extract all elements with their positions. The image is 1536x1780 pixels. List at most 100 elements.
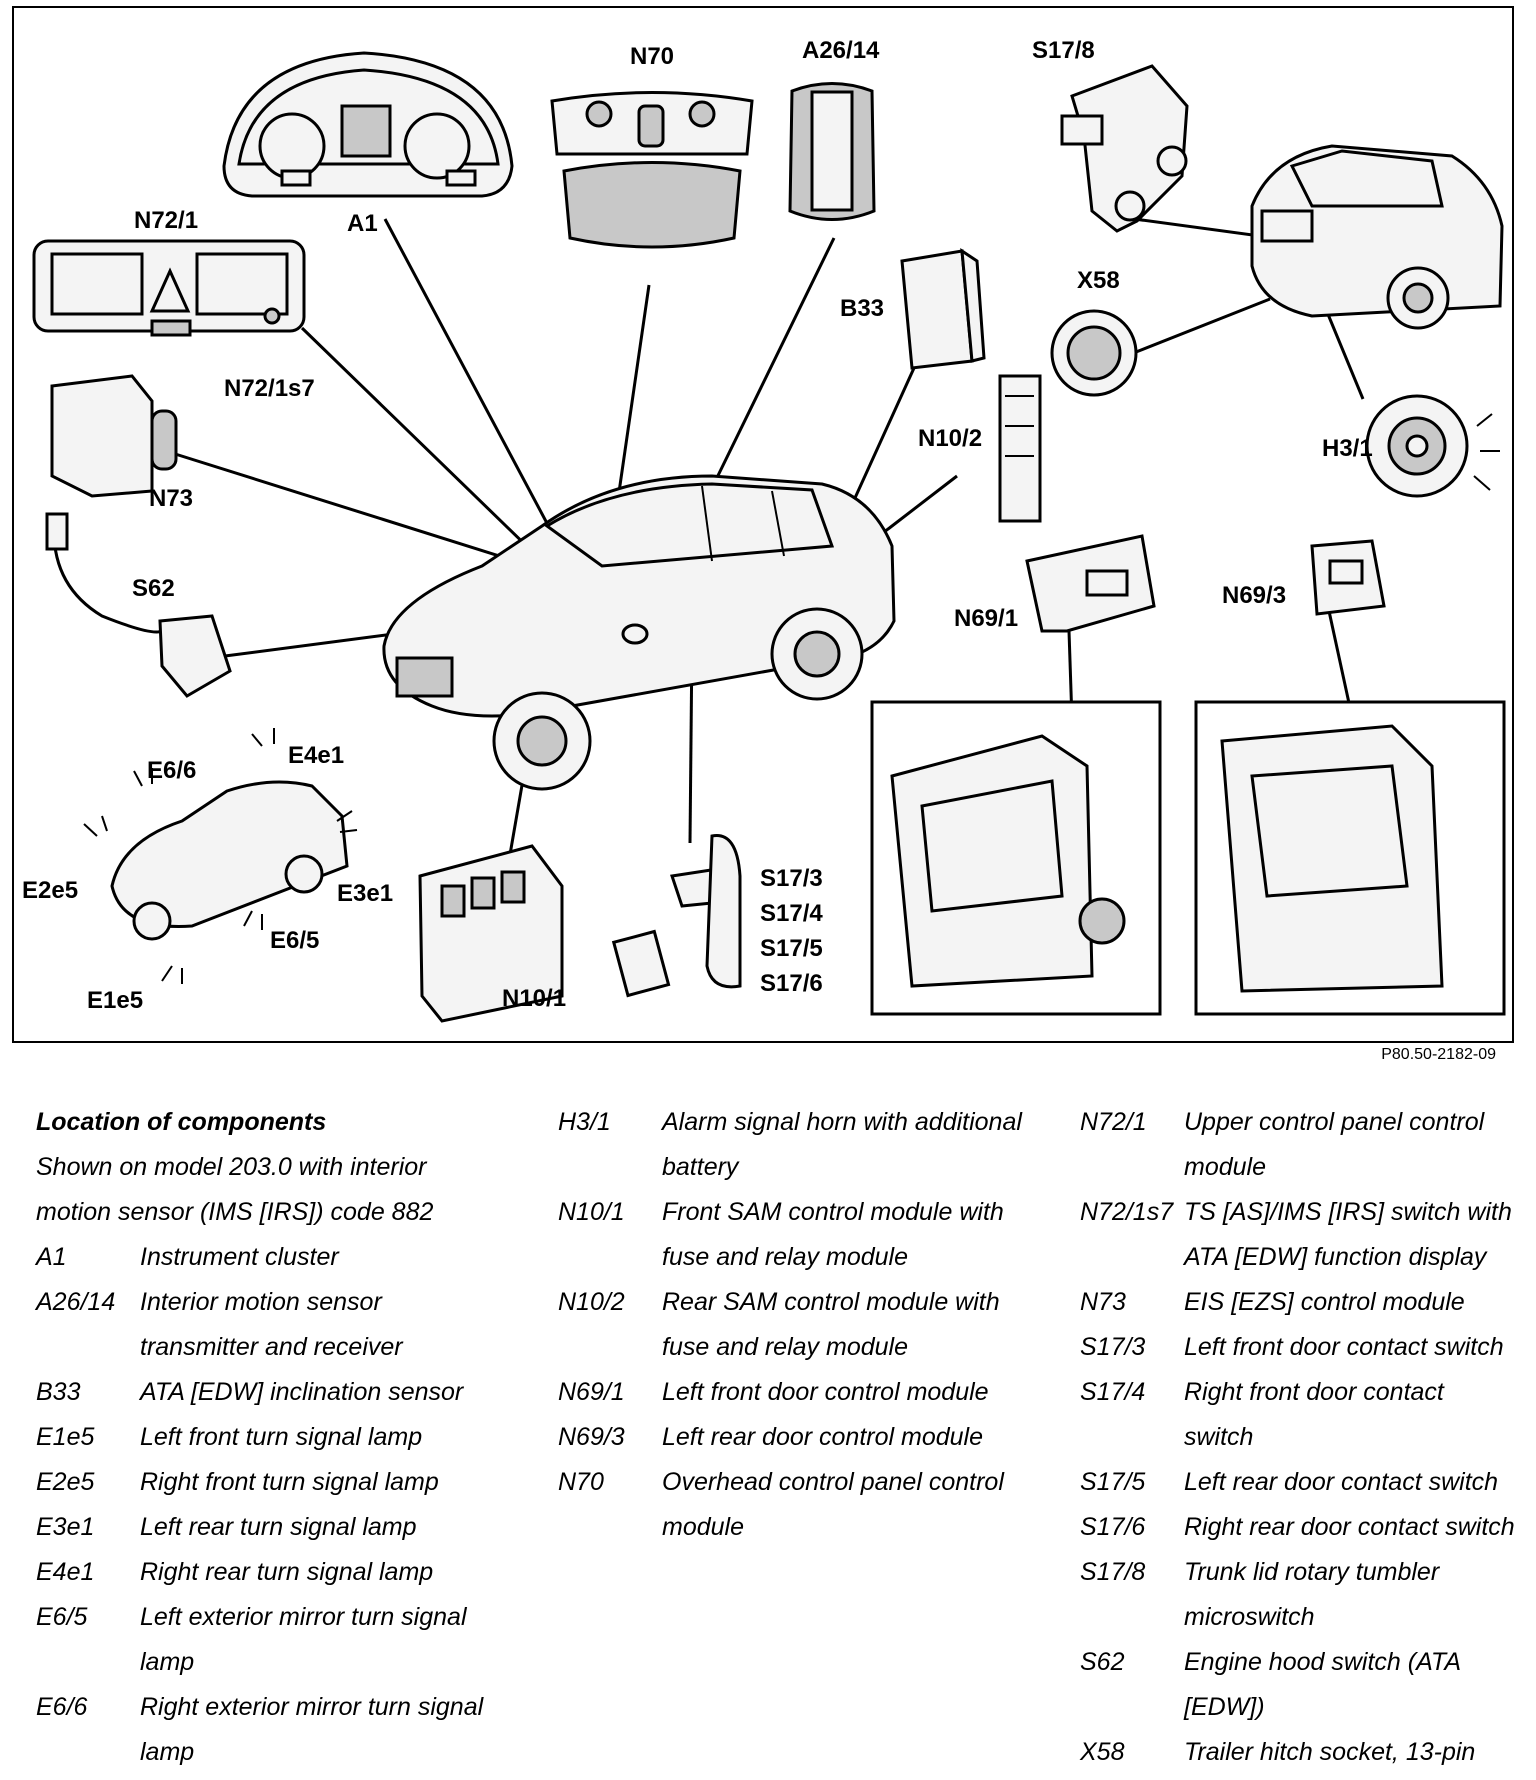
- trailer-socket-illustration: [1050, 309, 1138, 397]
- overhead-control-panel-illustration: [550, 91, 754, 249]
- label-S62: S62: [132, 575, 175, 602]
- legend-item: E2e5 Right front turn signal lamp: [36, 1460, 506, 1505]
- legend-code: E4e1: [36, 1558, 95, 1586]
- legend-item: S17/5 Left rear door contact switch: [1080, 1460, 1520, 1505]
- legend-item: N10/2 Rear SAM control module with fuse a…: [558, 1280, 1028, 1370]
- eis-control-module-illustration: [50, 374, 178, 498]
- label-A26-14: A26/14: [802, 37, 880, 64]
- legend-code: N69/1: [558, 1378, 625, 1406]
- label-E6-5: E6/5: [270, 927, 319, 954]
- label-N10-2: N10/2: [918, 425, 982, 452]
- legend-description: Right rear turn signal lamp: [140, 1558, 434, 1586]
- legend-code: N69/3: [558, 1423, 625, 1451]
- legend-code: N10/2: [558, 1288, 625, 1316]
- label-N72-1: N72/1: [134, 207, 198, 234]
- label-N73: N73: [149, 485, 193, 512]
- label-N70: N70: [630, 43, 674, 70]
- legend-description: EIS [EZS] control module: [1184, 1288, 1465, 1316]
- legend-code: E2e5: [36, 1468, 95, 1496]
- legend-description: Instrument cluster: [140, 1243, 339, 1271]
- label-A1: A1: [347, 210, 378, 237]
- legend-description: Upper control panel control module: [1184, 1108, 1485, 1181]
- legend-code: B33: [36, 1378, 81, 1406]
- legend-code: A26/14: [36, 1288, 116, 1316]
- label-S17-8: S17/8: [1032, 37, 1095, 64]
- label-H3-1: H3/1: [1322, 435, 1373, 462]
- legend-description: Engine hood switch (ATA [EDW]): [1184, 1648, 1461, 1721]
- legend-code: S17/5: [1080, 1468, 1146, 1496]
- front-door-module-illustration: [1025, 534, 1156, 633]
- legend-code: E6/5: [36, 1603, 88, 1631]
- legend-code: N10/1: [558, 1198, 625, 1226]
- legend-description: Left exterior mirror turn signal lamp: [140, 1603, 467, 1676]
- legend-description: Interior motion sensor transmitter and r…: [140, 1288, 403, 1361]
- legend-code: E6/6: [36, 1693, 88, 1721]
- legend-description: Right front door contact switch: [1184, 1378, 1444, 1451]
- rear-car-view-illustration: [1250, 144, 1504, 330]
- legend-description: Trailer hitch socket, 13-pin: [1184, 1738, 1476, 1766]
- legend-description: Left rear turn signal lamp: [140, 1513, 417, 1541]
- legend-code: N72/1: [1080, 1108, 1147, 1136]
- legend-code: N70: [558, 1468, 604, 1496]
- legend-item: A26/14 Interior motion sensor transmitter…: [36, 1280, 506, 1370]
- legend-description: Front SAM control module with fuse and r…: [662, 1198, 1004, 1271]
- legend-item: N70 Overhead control panel control module: [558, 1460, 1028, 1550]
- legend-item: B33 ATA [EDW] inclination sensor: [36, 1370, 506, 1415]
- legend-item: N69/3 Left rear door control module: [558, 1415, 1028, 1460]
- label-S17-6: S17/6: [760, 970, 823, 997]
- small-car-lamps-illustration: [83, 728, 358, 984]
- inclination-sensor-illustration: [900, 248, 986, 370]
- legend-item: N72/1 Upper control panel control module: [1080, 1100, 1520, 1190]
- label-E3e1: E3e1: [337, 880, 393, 907]
- legend-description: Right exterior mirror turn signal lamp: [140, 1693, 484, 1766]
- label-B33: B33: [840, 295, 884, 322]
- legend-description: Right rear door contact switch: [1184, 1513, 1515, 1541]
- legend-description: Left rear door control module: [662, 1423, 984, 1451]
- legend-item: N72/1s7 TS [AS]/IMS [IRS] switch with ATA…: [1080, 1190, 1520, 1280]
- label-N10-1: N10/1: [502, 985, 566, 1012]
- label-N72-1s7: N72/1s7: [224, 375, 315, 402]
- rear-sam-module-illustration: [998, 374, 1042, 523]
- legend-description: Overhead control panel control module: [662, 1468, 1004, 1541]
- legend-code: N72/1s7: [1080, 1198, 1174, 1226]
- legend-description: TS [AS]/IMS [IRS] switch with ATA [EDW] …: [1184, 1198, 1512, 1271]
- label-E2e5: E2e5: [22, 877, 78, 904]
- instrument-cluster-illustration: [222, 51, 514, 198]
- hood-switch-illustration: [45, 512, 232, 698]
- label-N69-1: N69/1: [954, 605, 1018, 632]
- front-door-inset: [870, 700, 1162, 1016]
- label-E1e5: E1e5: [87, 987, 143, 1014]
- legend-item: E6/6 Right exterior mirror turn signal la…: [36, 1685, 506, 1775]
- legend-description: Left rear door contact switch: [1184, 1468, 1499, 1496]
- legend-item: S17/4 Right front door contact switch: [1080, 1370, 1520, 1460]
- legend-code: S17/8: [1080, 1558, 1146, 1586]
- legend-description: Right front turn signal lamp: [140, 1468, 439, 1496]
- main-car-illustration: [382, 474, 896, 791]
- rear-door-module-illustration: [1310, 539, 1386, 616]
- legend-description: Left front turn signal lamp: [140, 1423, 423, 1451]
- door-contact-switch-illustration: [611, 834, 742, 998]
- legend-description: Rear SAM control module with fuse and re…: [662, 1288, 1000, 1361]
- legend-item: N10/1 Front SAM control module with fuse …: [558, 1190, 1028, 1280]
- legend-subtitle: Shown on model 203.0 with interior motio…: [36, 1153, 434, 1226]
- alarm-horn-illustration: [1365, 394, 1500, 498]
- component-location-diagram: N70 A26/14 S17/8 N72/1 A1 B33 X58 N72/1s…: [22, 37, 1506, 1023]
- legend-description: Alarm signal horn with additional batter…: [662, 1108, 1022, 1181]
- figure-id: P80.50-2182-09: [1381, 1046, 1496, 1063]
- label-E6-6: E6/6: [147, 757, 196, 784]
- legend-code: S17/4: [1080, 1378, 1146, 1406]
- label-E4e1: E4e1: [288, 742, 344, 769]
- legend-code: N73: [1080, 1288, 1126, 1316]
- label-S17-4: S17/4: [760, 900, 823, 927]
- legend-description: ATA [EDW] inclination sensor: [140, 1378, 464, 1406]
